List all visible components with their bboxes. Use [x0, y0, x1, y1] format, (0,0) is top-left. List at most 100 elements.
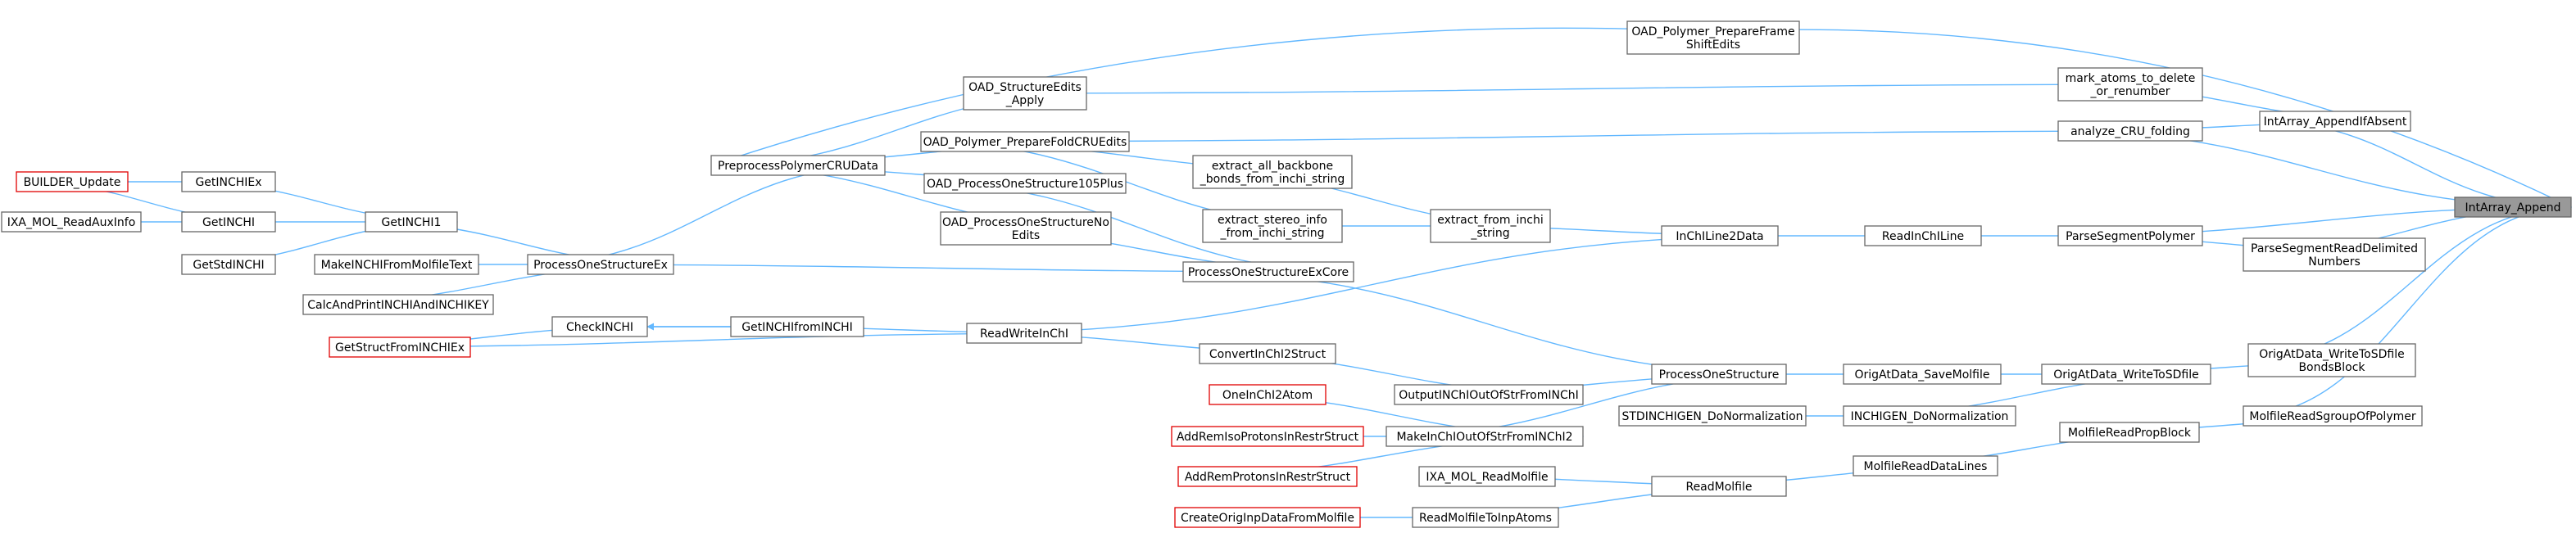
- node-ixa_mol_readauxinfo[interactable]: IXA_MOL_ReadAuxInfo: [1, 211, 142, 233]
- node-label: OAD_Polymer_PrepareFoldCRUEdits: [923, 136, 1127, 149]
- node-box: [1626, 20, 1800, 55]
- edge-intarray_appendifabsent-to-intarray_append: [2259, 120, 2572, 211]
- node-oad_processonestructure105plus[interactable]: OAD_ProcessOneStructure105Plus: [923, 173, 1127, 194]
- edge-readwriteinchi-to-inchiline2data: [966, 232, 1779, 334]
- node-extract_from_inchi_string[interactable]: extract_from_inchi_string: [1430, 209, 1551, 243]
- node-box: [1418, 466, 1556, 487]
- node-box: [314, 254, 479, 275]
- node-box: [1412, 507, 1559, 528]
- node-label: OAD_StructureEdits: [968, 81, 1082, 94]
- node-createoriginpdata[interactable]: CreateOrigInpDataFromMolfile: [1174, 507, 1361, 528]
- node-label: GetINCHIfromINCHI: [742, 321, 853, 334]
- node-label: ShiftEdits: [1686, 38, 1740, 52]
- node-convertinchi2struct[interactable]: ConvertInChI2Struct: [1199, 343, 1336, 364]
- node-getinchifrominchi[interactable]: GetINCHIfromINCHI: [730, 316, 864, 337]
- node-molfilereadpropblock[interactable]: MolfileReadPropBlock: [2059, 422, 2200, 443]
- node-getstdinchi[interactable]: GetStdINCHI: [181, 254, 276, 275]
- node-box: [730, 316, 864, 337]
- node-getinchi1[interactable]: GetINCHI1: [365, 211, 458, 233]
- node-getstructfrominchiex[interactable]: GetStructFromINCHIEx: [329, 337, 471, 358]
- node-label: ReadMolfileToInpAtoms: [1419, 512, 1552, 525]
- node-preprocesspolymercrudata[interactable]: PreprocessPolymerCRUData: [710, 155, 886, 176]
- node-oad_polymer_preparefoldcruedits[interactable]: OAD_Polymer_PrepareFoldCRUEdits: [920, 131, 1130, 152]
- node-box: [2057, 67, 2203, 102]
- node-label: _or_renumber: [2089, 85, 2170, 98]
- node-box: [920, 131, 1130, 152]
- node-box: [1202, 209, 1343, 243]
- node-origatdata_savemolfile[interactable]: OrigAtData_SaveMolfile: [1843, 364, 2002, 385]
- node-label: PreprocessPolymerCRUData: [718, 160, 878, 173]
- node-label: GetStructFromINCHIEx: [335, 341, 465, 355]
- node-processonestructure[interactable]: ProcessOneStructure: [1651, 364, 1787, 385]
- node-box: [923, 173, 1127, 194]
- node-label: ProcessOneStructure: [1659, 368, 1780, 382]
- node-calcandprintinchiandinchikey[interactable]: CalcAndPrintINCHIAndINCHIKEY: [302, 294, 494, 315]
- node-label: CalcAndPrintINCHIAndINCHIKEY: [307, 299, 489, 312]
- node-getinchi[interactable]: GetINCHI: [181, 211, 276, 233]
- node-makeinchifrommolfiletext[interactable]: MakeINCHIFromMolfileText: [314, 254, 479, 275]
- node-box: [963, 76, 1087, 111]
- node-readinchiline[interactable]: ReadInChILine: [1864, 225, 1982, 246]
- node-checkinchi[interactable]: CheckINCHI: [551, 316, 648, 337]
- node-label: STDINCHIGEN_DoNormalization: [1621, 410, 1803, 423]
- node-box: [16, 171, 129, 192]
- node-extract_stereo_info[interactable]: extract_stereo_info_from_inchi_string: [1202, 209, 1343, 243]
- node-label: Edits: [1012, 229, 1040, 242]
- node-label: extract_from_inchi: [1437, 214, 1543, 227]
- node-mark_atoms_to_delete[interactable]: mark_atoms_to_delete_or_renumber: [2057, 67, 2203, 102]
- node-label: InChILine2Data: [1676, 230, 1763, 243]
- node-label: ConvertInChI2Struct: [1209, 348, 1327, 361]
- node-label: OAD_ProcessOneStructureNo: [942, 216, 1109, 229]
- node-stdinchigen_donormalization[interactable]: STDINCHIGEN_DoNormalization: [1618, 405, 1807, 427]
- node-ixa_mol_readmolfile[interactable]: IXA_MOL_ReadMolfile: [1418, 466, 1556, 487]
- node-box: [1651, 476, 1787, 497]
- node-label: IXA_MOL_ReadMolfile: [1426, 471, 1548, 484]
- node-readmolfiletoinpatoms[interactable]: ReadMolfileToInpAtoms: [1412, 507, 1559, 528]
- node-label: MakeInChIOutOfStrFromINChI2: [1396, 431, 1572, 444]
- node-extract_all_backbone[interactable]: extract_all_backbone_bonds_from_inchi_st…: [1192, 155, 1353, 189]
- node-molfilereaddatalines[interactable]: MolfileReadDataLines: [1853, 455, 1998, 477]
- nodes-layer: IntArray_Append IntArray_AppendIfAbsentPa…: [1, 20, 2572, 528]
- node-box: [966, 323, 1082, 344]
- node-processonestructureexcore[interactable]: ProcessOneStructureExCore: [1182, 261, 1354, 282]
- node-readmolfile[interactable]: ReadMolfile: [1651, 476, 1787, 497]
- node-label: extract_stereo_info: [1218, 214, 1327, 227]
- node-analyze_cru_folding[interactable]: analyze_CRU_folding: [2057, 120, 2203, 142]
- node-origatdata_writetosdfile[interactable]: OrigAtData_WriteToSDfile: [2041, 364, 2211, 385]
- node-makeinchioutofstrfrominchi2[interactable]: MakeInChIOutOfStrFromINChI2: [1386, 426, 1584, 447]
- node-label: _string: [1470, 227, 1509, 240]
- node-label: ParseSegmentPolymer: [2066, 230, 2195, 243]
- node-intarray_append[interactable]: IntArray_Append: [2454, 196, 2572, 218]
- node-builder_update[interactable]: BUILDER_Update: [16, 171, 129, 192]
- node-box: [1394, 384, 1584, 405]
- node-label: ReadWriteInChI: [980, 327, 1068, 341]
- node-parsesegmentpolymer[interactable]: ParseSegmentPolymer: [2057, 225, 2203, 246]
- node-label: _bonds_from_inchi_string: [1200, 173, 1345, 186]
- node-getinchiex[interactable]: GetINCHIEx: [181, 171, 276, 192]
- node-label: OrigAtData_SaveMolfile: [1854, 368, 1989, 382]
- node-box: [551, 316, 648, 337]
- node-molfilereadsgroupofpolymer[interactable]: MolfileReadSgroupOfPolymer: [2243, 405, 2423, 427]
- node-addremisoprotons[interactable]: AddRemIsoProtonsInRestrStruct: [1171, 426, 1364, 447]
- node-box: [1843, 364, 2002, 385]
- node-label: ProcessOneStructureExCore: [1188, 266, 1349, 279]
- node-label: MolfileReadDataLines: [1864, 460, 1988, 473]
- node-label: ParseSegmentReadDelimited: [2251, 242, 2418, 255]
- node-box: [1177, 466, 1358, 487]
- node-inchigen_donormalization[interactable]: INCHIGEN_DoNormalization: [1843, 405, 2016, 427]
- node-label: OAD_Polymer_PrepareFrame: [1631, 25, 1794, 38]
- node-processonestructureex[interactable]: ProcessOneStructureEx: [527, 254, 674, 275]
- node-addremprotons[interactable]: AddRemProtonsInRestrStruct: [1177, 466, 1358, 487]
- node-label: INCHIGEN_DoNormalization: [1851, 410, 2009, 423]
- node-readwriteinchi[interactable]: ReadWriteInChI: [966, 323, 1082, 344]
- node-oneinchi2atom[interactable]: OneInChI2Atom: [1209, 384, 1327, 405]
- node-intarray_appendifabsent[interactable]: IntArray_AppendIfAbsent: [2259, 111, 2411, 132]
- node-oad_structureedits_apply[interactable]: OAD_StructureEdits_Apply: [963, 76, 1087, 111]
- node-outputinchioutofstrfrominchi[interactable]: OutputINChIOutOfStrFromINChI: [1394, 384, 1584, 405]
- node-box: [2454, 196, 2572, 218]
- node-inchiline2data[interactable]: InChILine2Data: [1661, 225, 1779, 246]
